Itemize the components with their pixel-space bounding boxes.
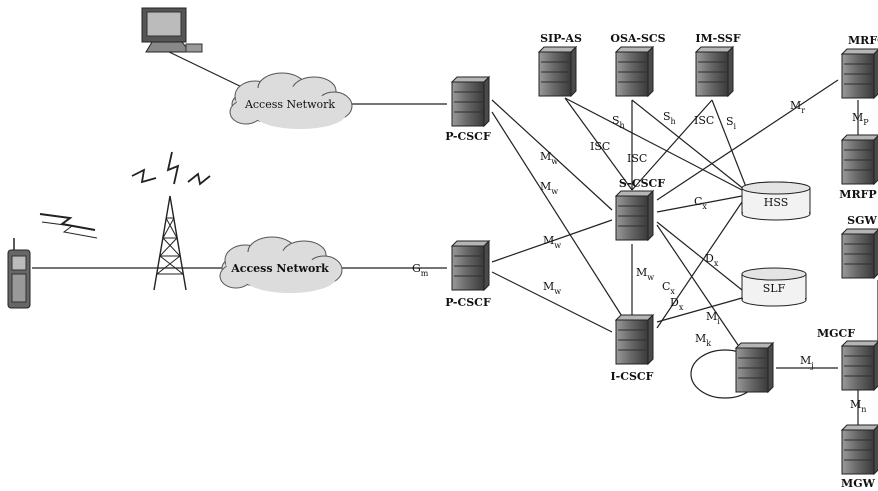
mrfp-label: MRFP [839,188,876,201]
iface-mn: Mn [850,398,866,414]
mgcf-server: MGCF [817,327,878,391]
i-cscf-label: I-CSCF [611,370,654,383]
sgw-label: SGW [847,214,877,227]
mk-node-server [735,342,774,393]
access-network-top-label: Access Network [244,98,335,111]
p-cscf-top-label: P-CSCF [445,130,491,143]
iface-sh-1: Sh [612,114,625,130]
access-network-cloud-bottom: Access Network [219,236,343,294]
im-ssf-label: IM-SSF [695,32,741,45]
iface-gm: Gm [412,262,429,278]
access-network-cloud-top: Access Network [229,72,353,130]
iface-sh-2: Sh [663,110,676,126]
iface-mr: Mr [790,99,805,115]
p-cscf-top-server: P-CSCF [445,76,491,143]
osa-scs-label: OSA-SCS [610,32,665,45]
iface-mp: MP [852,111,869,127]
iface-mi: Mi [706,310,720,326]
hss-database: HSS [741,181,811,221]
desktop-computer-icon [141,7,203,53]
sgw-server: SGW [841,214,878,279]
osa-scs-server: OSA-SCS [610,32,666,97]
iface-cx-2: Cx [662,280,675,296]
interface-labels: Sh Sh Si ISC ISC ISC Mr MP Mw Mw Mw Mw M… [412,99,869,414]
s-cscf-label: S-CSCF [619,177,665,190]
iface-isc-2: ISC [627,152,647,165]
i-cscf-server: I-CSCF [611,314,654,383]
iface-mw-3: Mw [543,234,561,250]
mgw-server: MGW [841,424,878,490]
mgw-label: MGW [841,477,876,490]
mrfc-label: MRFC [848,34,878,47]
radio-tower-icon [153,195,187,291]
iface-mk: Mk [695,332,711,348]
iface-cx-1: Cx [694,195,707,211]
p-cscf-bottom-label: P-CSCF [445,296,491,309]
s-cscf-server: S-CSCF [615,177,665,241]
radio-signal-icon [39,151,211,239]
iface-mw-4: Mw [543,280,561,296]
iface-dx-2: Dx [670,296,684,312]
mrfc-server: MRFC [841,34,878,99]
im-ssf-server: IM-SSF [695,32,741,97]
iface-dx-1: Dx [705,252,719,268]
iface-si: Si [726,115,737,131]
iface-mj: Mj [800,354,814,370]
slf-database: SLF [741,267,807,307]
sip-as-label: SIP-AS [540,32,582,45]
iface-mw-1: Mw [540,150,558,166]
iface-isc-1: ISC [590,140,610,153]
mobile-phone-icon [7,238,31,309]
iface-isc-3: ISC [694,114,714,127]
iface-mw-5: Mw [636,266,654,282]
p-cscf-bottom-server: P-CSCF [445,240,491,309]
iface-mw-2: Mw [540,180,558,196]
sip-as-server: SIP-AS [538,32,582,97]
slf-label: SLF [763,282,786,295]
mrfp-server: MRFP [839,134,878,201]
mgcf-label: MGCF [817,327,855,340]
access-network-bottom-label: Access Network [230,262,329,275]
hss-label: HSS [764,196,788,209]
